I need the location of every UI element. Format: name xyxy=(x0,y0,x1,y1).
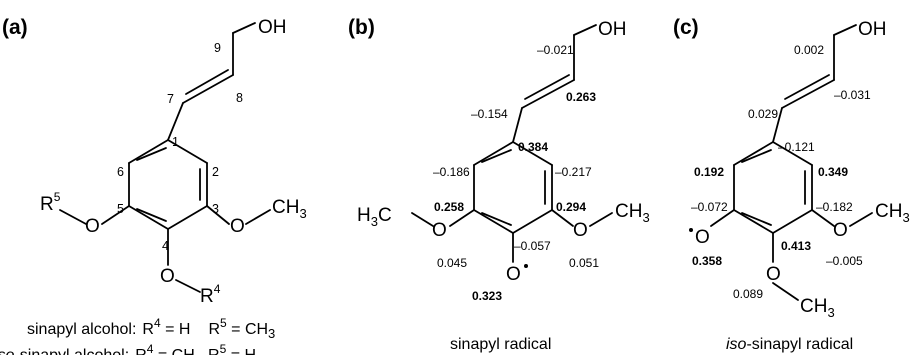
oxygen-radical-label: O xyxy=(506,264,521,285)
spin-o3: 0.051 xyxy=(569,256,599,270)
spin-c7: –0.154 xyxy=(471,107,508,121)
oxygen-5-label: O xyxy=(85,216,100,237)
methyl-label-right: CH3 xyxy=(615,201,650,225)
methyl-label-left: H3C xyxy=(357,205,392,229)
spin-density-values: –0.021 0.263 –0.154 0.384 –0.186 –0.217 … xyxy=(433,43,599,303)
r5-label: R5 xyxy=(40,190,61,215)
spin-o5: 0.045 xyxy=(437,256,467,270)
spin-c9: –0.021 xyxy=(537,43,574,57)
radical-dot xyxy=(689,228,693,232)
spin-o5: 0.358 xyxy=(692,254,722,268)
oxygen-5-label: O xyxy=(432,220,447,241)
atom-number-3: 3 xyxy=(212,202,219,216)
caption-iso-sinapyl-radical: iso-sinapyl radical xyxy=(726,336,853,353)
spin-c2: 0.349 xyxy=(818,165,848,179)
atom-number-4: 4 xyxy=(162,239,169,253)
oxygen-radical-label: O xyxy=(695,227,710,248)
spin-c4: 0.413 xyxy=(781,239,811,253)
spin-o3: –0.005 xyxy=(826,254,863,268)
spin-c6: 0.192 xyxy=(694,165,724,179)
hydroxyl-label: OH xyxy=(858,19,887,40)
spin-c6: –0.186 xyxy=(433,165,470,179)
panel-a-label: (a) xyxy=(2,16,28,39)
legend-iso-sinapyl-alcohol: iso-sinapyl alcohol:R4 = CH3R5 = H xyxy=(0,342,256,355)
atom-number-8: 8 xyxy=(236,91,243,105)
spin-c1: 0.384 xyxy=(518,140,548,154)
spin-c9: 0.002 xyxy=(794,43,824,57)
oxygen-3-label: O xyxy=(833,220,848,241)
spin-o4: 0.323 xyxy=(472,289,502,303)
spin-c5: 0.258 xyxy=(434,200,464,214)
spin-c7: 0.029 xyxy=(748,107,778,121)
spin-c4: –0.057 xyxy=(514,239,551,253)
spin-c1: –0.121 xyxy=(778,140,815,154)
oxygen-3-label: O xyxy=(230,216,245,237)
atom-number-7: 7 xyxy=(167,92,174,106)
oxygen-4-label: O xyxy=(160,266,175,287)
panel-b-label: (b) xyxy=(348,16,375,39)
panel-c-label: (c) xyxy=(673,16,699,39)
oxygen-4-label: O xyxy=(766,264,781,285)
spin-c3: 0.294 xyxy=(556,200,586,214)
spin-density-values: 0.002 –0.031 0.029 –0.121 0.192 0.349 –0… xyxy=(691,43,871,301)
hydroxyl-label: OH xyxy=(258,17,287,38)
r4-label: R4 xyxy=(200,282,221,307)
atom-number-6: 6 xyxy=(117,165,124,179)
atom-number-5: 5 xyxy=(117,202,124,216)
spin-c8: 0.263 xyxy=(566,90,596,104)
spin-o4: 0.089 xyxy=(733,287,763,301)
methyl-label-right: CH3 xyxy=(875,201,910,225)
methyl-label-bottom: CH3 xyxy=(800,296,835,320)
panel-b: (b) OH H3C O O O CH3 xyxy=(348,16,650,353)
panel-a-bonds xyxy=(59,22,271,293)
spin-c3: –0.182 xyxy=(816,200,853,214)
atom-number-2: 2 xyxy=(212,165,219,179)
spin-c2: –0.217 xyxy=(555,165,592,179)
atom-number-9: 9 xyxy=(214,41,221,55)
panel-c: (c) OH O O CH3 O CH3 xyxy=(673,16,910,353)
radical-dot xyxy=(524,264,528,268)
atom-number-1: 1 xyxy=(172,135,179,149)
panel-a: (a) OH R5 O xyxy=(0,16,307,355)
caption-sinapyl-radical: sinapyl radical xyxy=(450,336,551,353)
panel-c-bonds xyxy=(710,24,873,301)
panel-b-bonds xyxy=(411,24,613,263)
methyl-label: CH3 xyxy=(272,197,307,221)
spin-c8: –0.031 xyxy=(834,88,871,102)
hydroxyl-label: OH xyxy=(598,19,627,40)
atom-numbering: 1 2 3 4 5 6 7 8 9 xyxy=(117,41,243,253)
spin-c5: –0.072 xyxy=(691,200,728,214)
oxygen-3-label: O xyxy=(573,220,588,241)
